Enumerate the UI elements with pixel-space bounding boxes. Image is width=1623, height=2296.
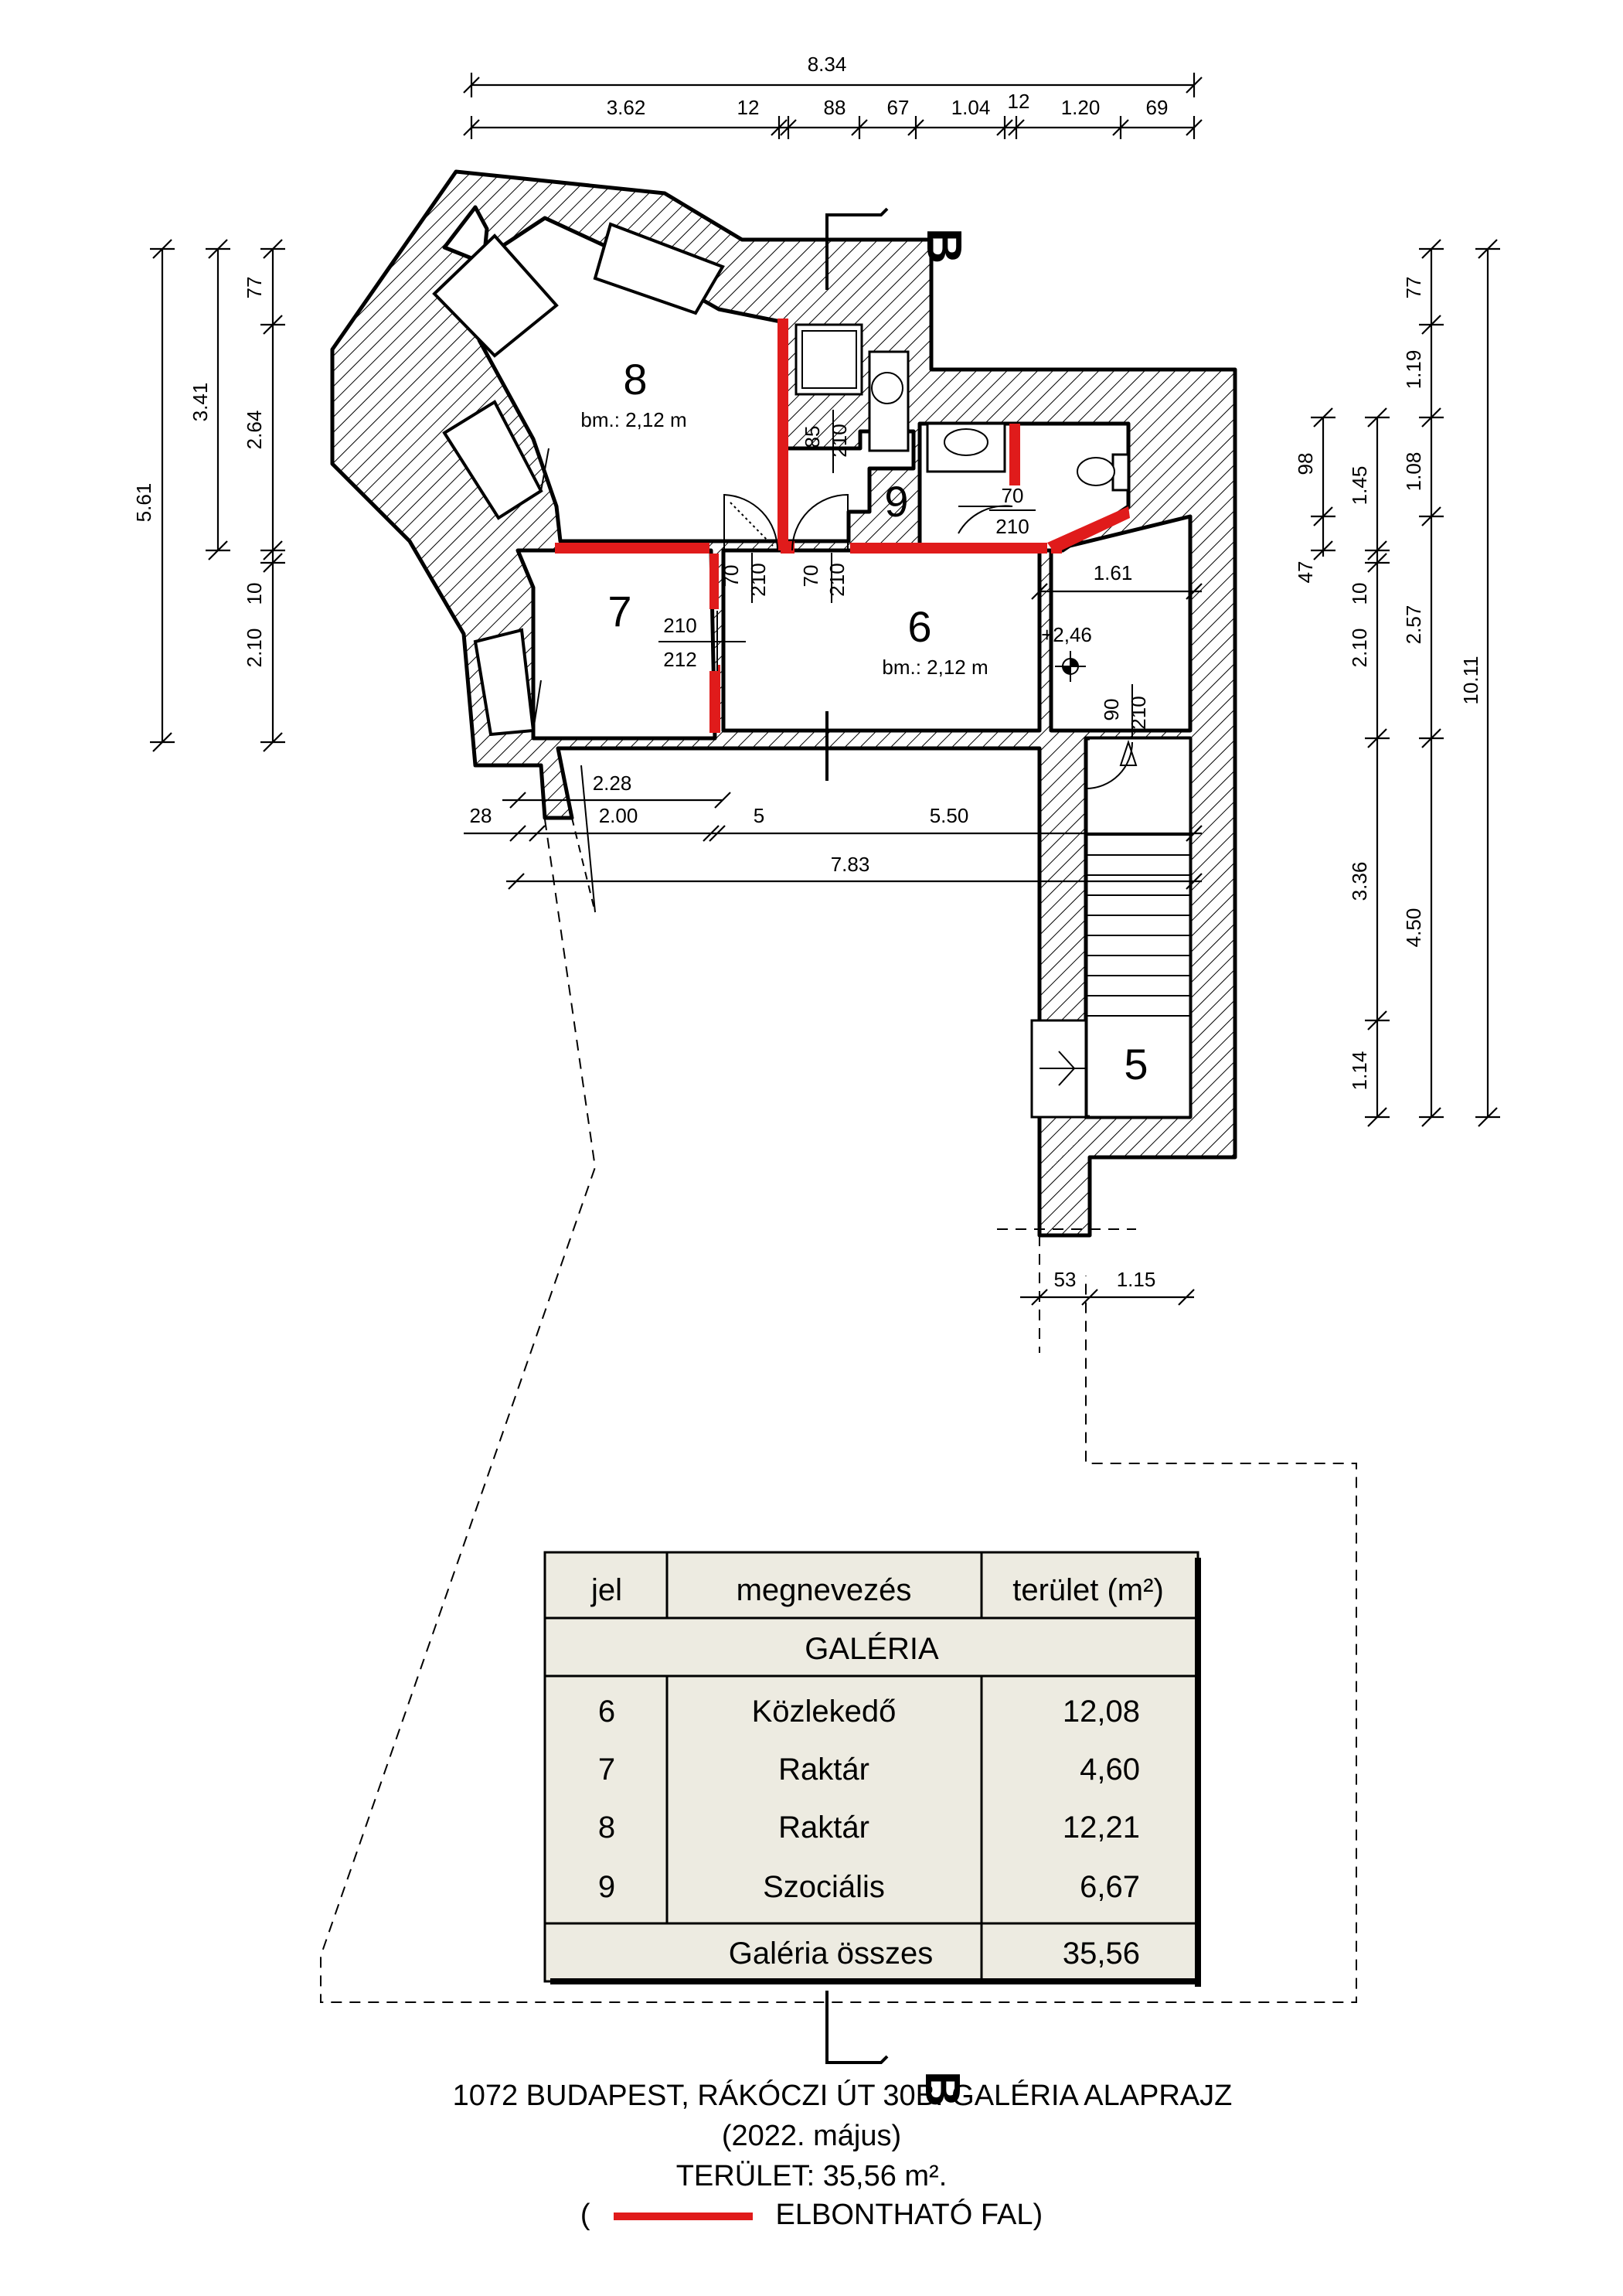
table-row-4-name: Szociális [763,1870,885,1904]
table-row-1-name: Közlekedő [752,1695,897,1729]
table-total-value: 35,56 [1063,1937,1140,1971]
plan-title: 1072 BUDAPEST, RÁKÓCZI ÚT 30B. GALÉRIA A… [452,2080,1233,2112]
table-row-3-area: 12,21 [1063,1811,1140,1845]
table-row-4-area: 6,67 [1080,1870,1140,1904]
dim-top-seg-3: 88 [824,96,846,119]
table-header-name: megnevezés [737,1573,912,1607]
dim-right-mid-3: 1.08 [1402,452,1425,492]
door-70c-width: 70 [1002,484,1024,507]
dim-bottom-228: 2.28 [593,772,632,795]
removable-walls [555,319,1130,733]
lower-floor-outline [320,819,1357,2003]
dim-right-inner-7: 1.14 [1348,1051,1371,1091]
dim-right-inner-6: 3.36 [1348,862,1371,901]
table-row-2-area: 4,60 [1080,1753,1140,1787]
section-marks: B B [825,207,972,2107]
dim-top-total: 8.34 [808,53,847,76]
dim-bottom-total: 7.83 [831,853,870,876]
dim-corridor: 1.61 [1094,561,1133,584]
room-7-number: 7 [607,587,631,635]
dim-left-mid: 3.41 [189,383,212,422]
room-8-number: 8 [623,355,647,404]
dim-left-outer: 5.61 [132,483,155,523]
dim-left-inner-4: 10 [243,583,266,605]
door-7-width: 210 [663,614,696,637]
room-5-number: 5 [1124,1040,1148,1088]
dim-left-inner-3: 2.10 [243,629,266,668]
dimension-lines: 8.34 3.62 12 88 67 1.04 12 1.20 69 5.61 … [132,53,1500,1306]
dim-right-inner-4: 10 [1348,583,1371,605]
table-row-2-jel: 7 [598,1753,615,1787]
dim-top-seg-4: 67 [887,96,910,119]
dim-right-mid-1: 77 [1402,277,1425,299]
dim-bottom-row-2: 2.00 [599,804,638,827]
dim-right-mid-5: 4.50 [1402,908,1425,948]
door-7-height: 212 [663,648,696,671]
door-70a-width: 70 [720,565,743,588]
dim-bottom-row-4: 5.50 [930,804,969,827]
room-table: jel megnevezés terület (m²) GALÉRIA 6 Kö… [543,1551,1201,1987]
dim-top-seg-1: 3.62 [607,96,646,119]
dim-right-mid-4: 2.57 [1402,605,1425,645]
door-70b-width: 70 [799,565,822,588]
dim-top-seg-7: 1.20 [1061,96,1101,119]
door-85-height: 210 [828,424,851,457]
dim-right-inner-2: 1.45 [1348,466,1371,506]
dim-right-inner-5: 2.10 [1348,629,1371,668]
legend: ( ELBONTHATÓ FAL) [0,2199,1623,2232]
room-9-number: 9 [884,477,908,526]
dim-stair-53: 53 [1054,1268,1077,1291]
room-6-number: 6 [907,602,931,651]
table-total-label: Galéria összes [729,1937,934,1971]
door-90-height: 210 [1127,696,1150,729]
staircase [1030,737,1192,1119]
door-70b-height: 210 [825,563,849,596]
table-header-area: terület (m²) [1012,1573,1164,1607]
dim-top-seg-5: 1.04 [951,96,991,119]
section-label-bottom: B [915,2071,971,2107]
level-marker: +2,46 [1041,623,1092,682]
dim-right-inner-3: 47 [1294,561,1317,584]
table-section-title: GALÉRIA [805,1631,939,1666]
room-6-height: bm.: 2,12 m [882,656,988,679]
level-text: +2,46 [1041,623,1092,646]
dim-top-seg-2: 12 [737,96,760,119]
dim-right-mid-2: 1.19 [1402,350,1425,390]
door-85-width: 85 [801,426,824,448]
table-row-1-jel: 6 [598,1695,615,1729]
table-row-3-jel: 8 [598,1811,615,1845]
dim-stair-115: 1.15 [1117,1268,1156,1291]
plan-date: (2022. május) [721,2120,902,2152]
dim-right-inner-1: 98 [1294,453,1317,475]
dim-left-inner-2: 2.64 [243,410,266,450]
room-labels: 8 bm.: 2,12 m 9 7 6 bm.: 2,12 m 5 [580,355,1148,1088]
table-row-3-name: Raktár [778,1811,869,1845]
legend-red-line [613,2212,753,2220]
table-row-4-jel: 9 [598,1870,615,1904]
section-label-top: B [917,228,972,264]
table-row-1-area: 12,08 [1063,1695,1140,1729]
table-header-jel: jel [590,1573,622,1607]
dim-bottom-row-1: 28 [470,804,492,827]
door-90-width: 90 [1100,699,1123,721]
door-70a-height: 210 [747,563,770,596]
legend-text: ELBONTHATÓ FAL) [775,2199,1043,2231]
dim-left-inner-1: 77 [243,277,266,299]
dim-right-outer: 10.11 [1459,656,1482,704]
legend-open-paren: ( [580,2199,590,2231]
dim-top-seg-8: 69 [1146,96,1169,119]
room-8-height: bm.: 2,12 m [580,408,686,431]
windows [432,222,725,737]
dim-bottom-row-3: 5 [754,804,764,827]
table-row-2-name: Raktár [778,1753,869,1787]
door-70c-height: 210 [995,515,1029,538]
dim-top-seg-6: 12 [1008,90,1030,113]
plan-area: TERÜLET: 35,56 m². [675,2160,948,2192]
